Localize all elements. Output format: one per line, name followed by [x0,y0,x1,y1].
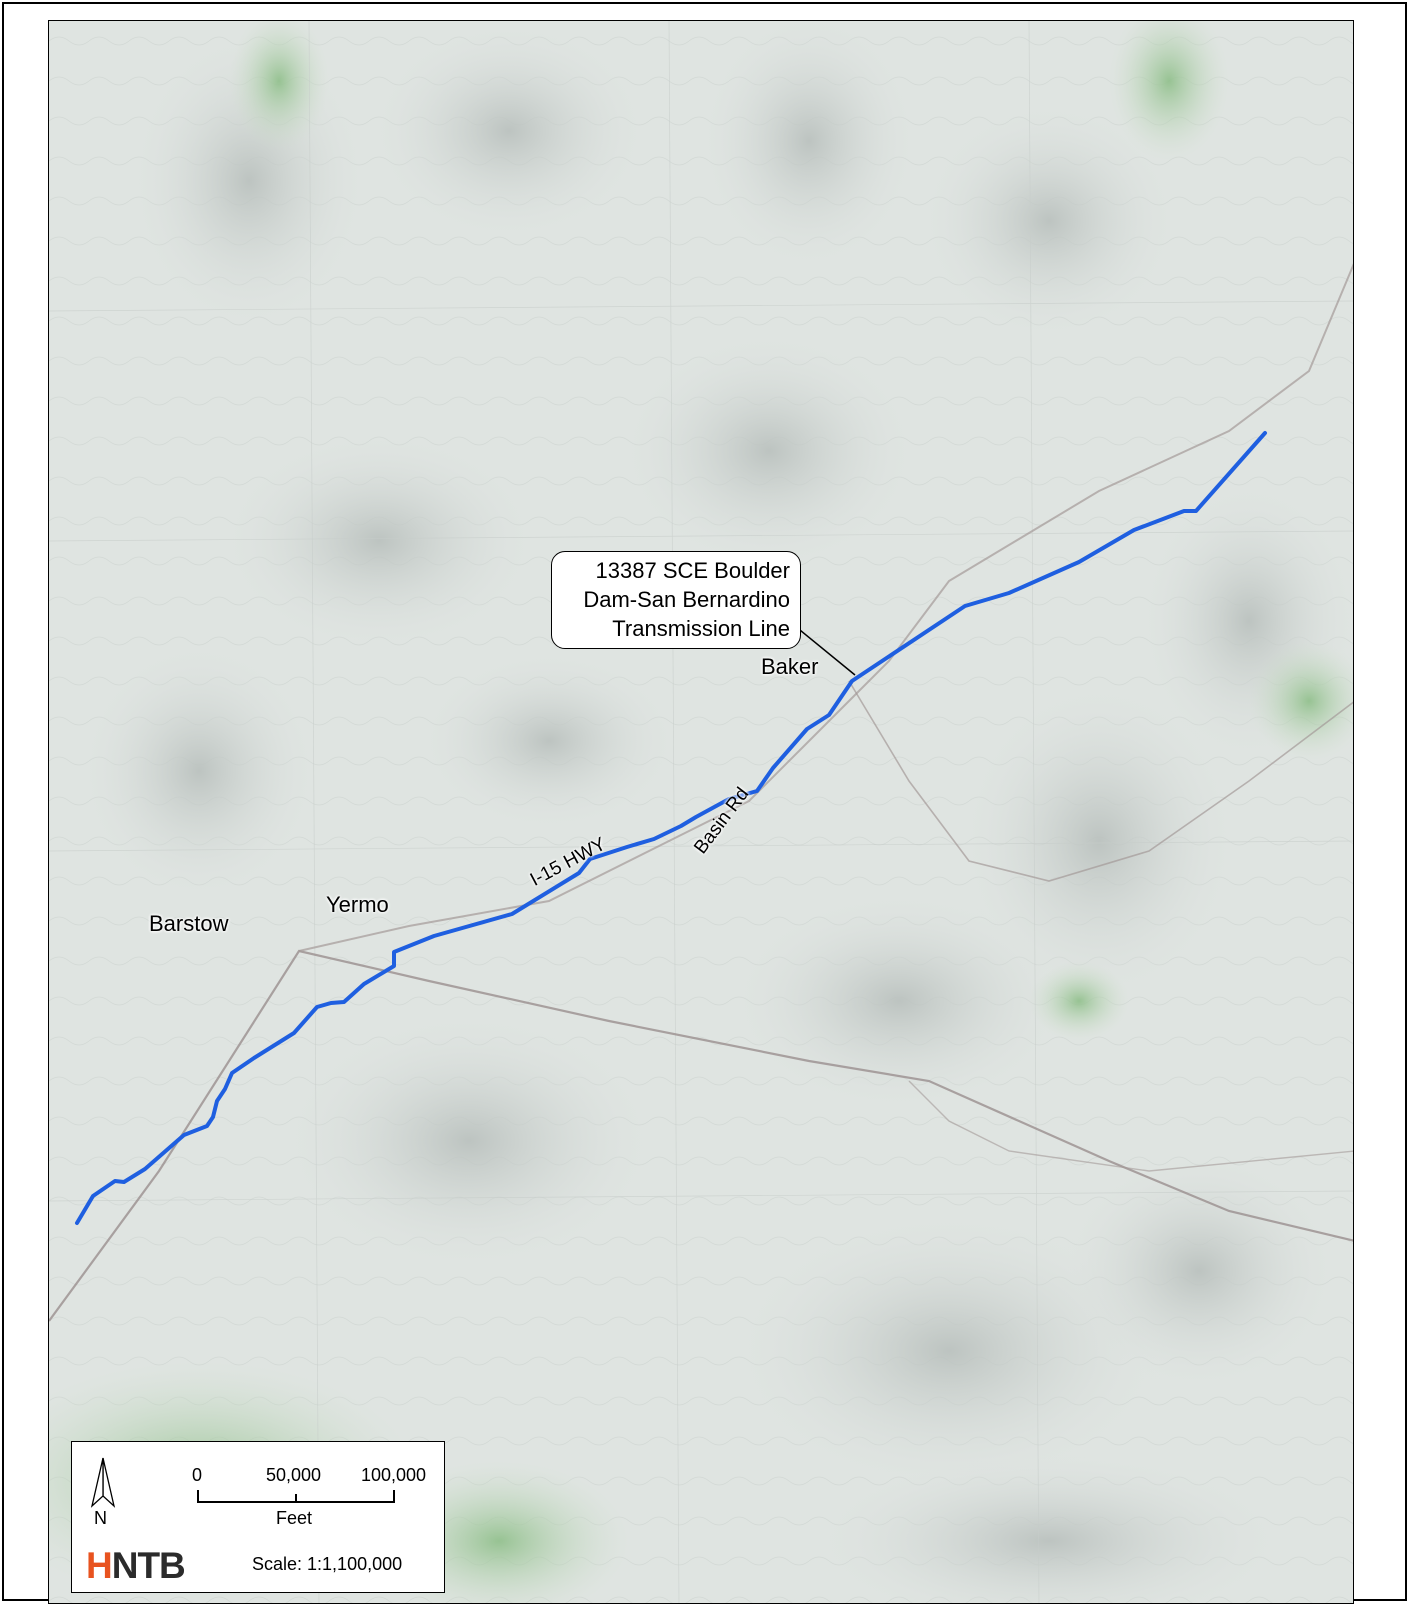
map-legend: N 0 50,000 100,000 Feet HNTB Scale: 1:1,… [71,1441,445,1593]
place-label-yermo: Yermo [326,892,389,917]
callout-line-2: Dam-San Bernardino [583,587,790,612]
topographic-basemap [49,21,1353,1603]
callout-line-3: Transmission Line [612,616,790,641]
scale-tick-100000: 100,000 [361,1465,427,1485]
scale-tick-0: 0 [192,1465,203,1485]
transmission-line-callout: 13387 SCE Boulder Dam-San Bernardino Tra… [551,551,801,649]
scale-tick-50000: 50,000 [266,1465,322,1485]
scale-ratio: Scale: 1:1,100,000 [252,1554,403,1574]
logo-main: NTB [111,1545,186,1586]
hntb-logo: HNTB [86,1545,186,1587]
transmission-line-route[interactable] [75,431,1267,1225]
scale-bar [197,1490,395,1503]
logo-accent: H [86,1545,113,1586]
scale-unit: Feet [276,1508,313,1528]
north-arrow-icon [90,1457,116,1508]
map-area[interactable]: Barstow Yermo Baker I-15 HWY Basin Rd 13… [48,20,1354,1604]
section-grid [49,21,1353,1603]
place-label-baker: Baker [761,654,819,679]
north-label: N [94,1508,107,1528]
callout-line-1: 13387 SCE Boulder [595,558,790,583]
place-label-barstow: Barstow [149,911,229,936]
